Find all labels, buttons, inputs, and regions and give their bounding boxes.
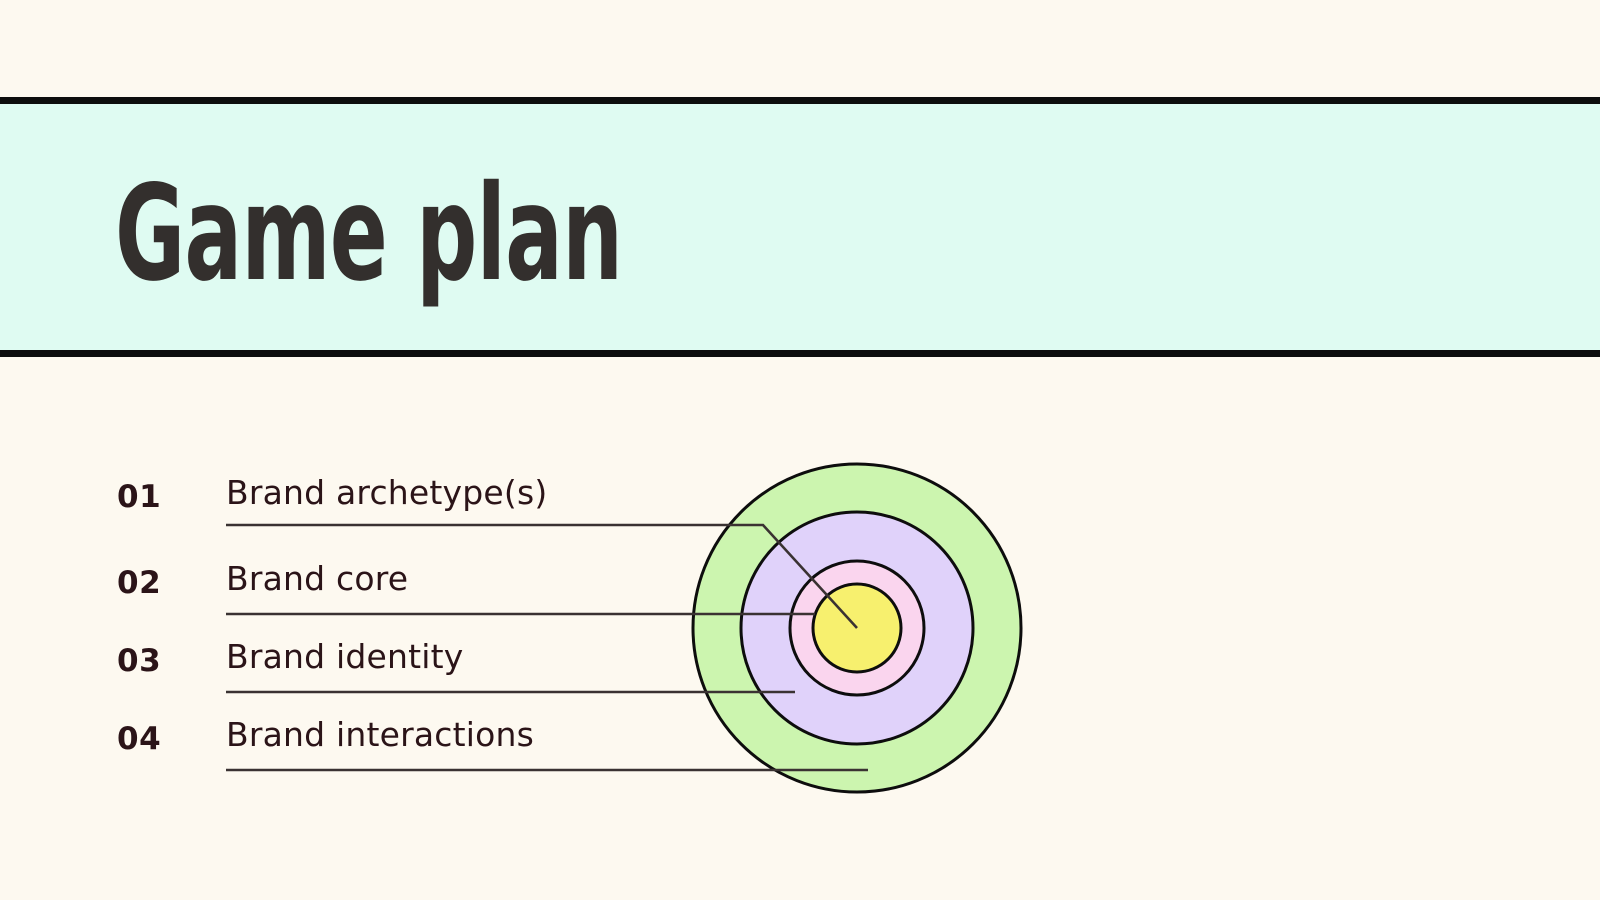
list-item-number: 03 <box>117 643 162 679</box>
list-item-label: Brand interactions <box>226 715 535 754</box>
list-item-number: 01 <box>117 479 162 515</box>
list-item-label: Brand core <box>226 559 409 598</box>
list-item-label: Brand archetype(s) <box>226 473 548 512</box>
list-item-label: Brand identity <box>226 637 464 676</box>
list-item-number: 04 <box>117 721 162 757</box>
list-item-number: 02 <box>117 565 162 601</box>
title-band: Game plan <box>0 97 1600 357</box>
list-item[interactable]: 02 Brand core <box>117 559 877 641</box>
list-item[interactable]: 04 Brand interactions <box>117 715 877 797</box>
list-item[interactable]: 01 Brand archetype(s) <box>117 473 877 555</box>
list-item[interactable]: 03 Brand identity <box>117 637 877 719</box>
page-title: Game plan <box>115 157 623 311</box>
